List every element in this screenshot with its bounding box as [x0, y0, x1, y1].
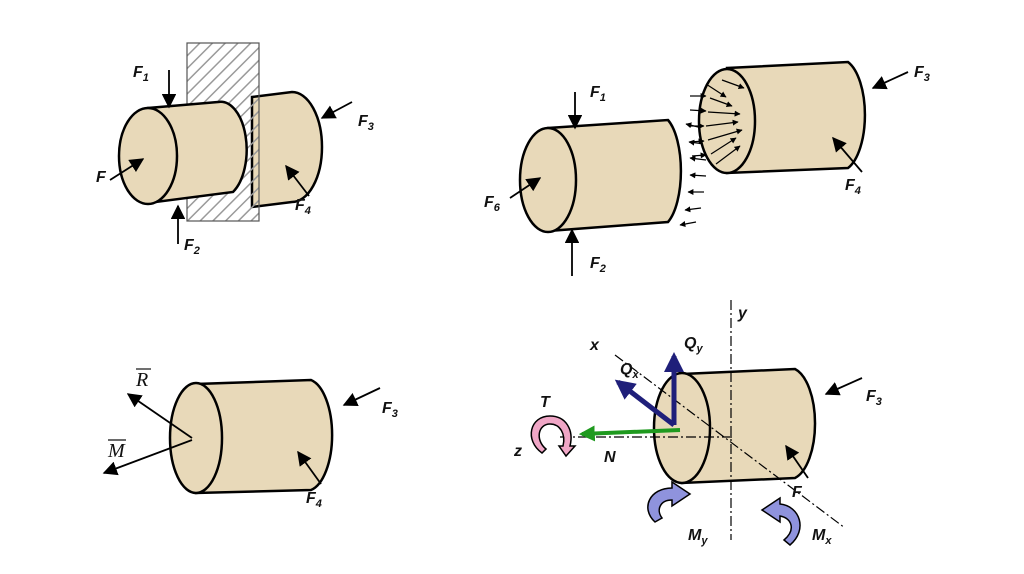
arrow-f4 — [285, 164, 310, 197]
label-t: T — [540, 394, 551, 411]
label-f2: F2 — [184, 237, 200, 257]
label-mx: Mx — [812, 527, 832, 547]
label-n: N — [604, 449, 616, 466]
arrow-f4 — [297, 450, 322, 485]
label-f: F — [96, 169, 107, 186]
label-m: M — [107, 440, 126, 462]
arrow-f3 — [871, 71, 909, 90]
label-x: x — [589, 337, 600, 354]
label-my: My — [688, 527, 708, 547]
label-f3: F3 — [358, 113, 374, 133]
label-f1: F1 — [133, 64, 149, 84]
left-piece-body — [546, 118, 683, 233]
cylinder-body — [680, 367, 817, 485]
panel-top-left: F1 F2 F3 F4 F — [96, 42, 374, 257]
arrow-f3 — [824, 377, 863, 396]
label-qy: Qy — [684, 335, 703, 355]
right-piece-face — [697, 67, 757, 175]
label-f4: F4 — [845, 177, 861, 197]
arrow-f3 — [342, 387, 381, 406]
arrow-r — [126, 393, 193, 439]
moment-mx — [760, 496, 801, 546]
label-f6: F6 — [484, 194, 501, 214]
label-f4: F4 — [295, 197, 311, 217]
arrow-f4 — [832, 136, 863, 173]
arrow-f6 — [509, 177, 542, 199]
right-piece-stress-arrows — [689, 79, 745, 165]
cylinder-right-body — [250, 90, 324, 209]
label-f3: F3 — [382, 400, 398, 420]
label-f2: F2 — [590, 255, 606, 275]
label-z: z — [513, 443, 522, 460]
moment-my — [647, 480, 692, 523]
axis-x — [614, 354, 846, 529]
right-piece-body — [725, 60, 867, 175]
arrow-f3 — [320, 101, 353, 119]
arrow-f — [785, 444, 809, 479]
cylinder-left-face — [117, 106, 179, 206]
label-f4: F4 — [306, 490, 322, 510]
moment-t — [530, 415, 577, 458]
cylinder-face — [168, 381, 224, 495]
panel-top-right: F1 F2 F3 F4 F6 — [484, 60, 930, 276]
label-f3: F3 — [914, 64, 930, 84]
arrow-qx — [614, 379, 676, 427]
label-y: y — [737, 305, 748, 322]
label-r: R — [135, 369, 148, 391]
panel-bottom-right: x y z Qy Qx T N F F3 My Mx — [513, 300, 882, 547]
label-f1: F1 — [590, 84, 606, 104]
label-f: F — [792, 484, 803, 501]
arrow-m — [102, 439, 193, 476]
cylinder-face — [652, 371, 712, 485]
label-qx: Qx — [620, 361, 639, 381]
panel-bottom-left: R M F3 F4 — [102, 368, 398, 510]
arrow-n — [578, 425, 681, 442]
left-piece-face — [518, 126, 578, 234]
arrow-f — [109, 158, 145, 181]
label-f3: F3 — [866, 388, 882, 408]
